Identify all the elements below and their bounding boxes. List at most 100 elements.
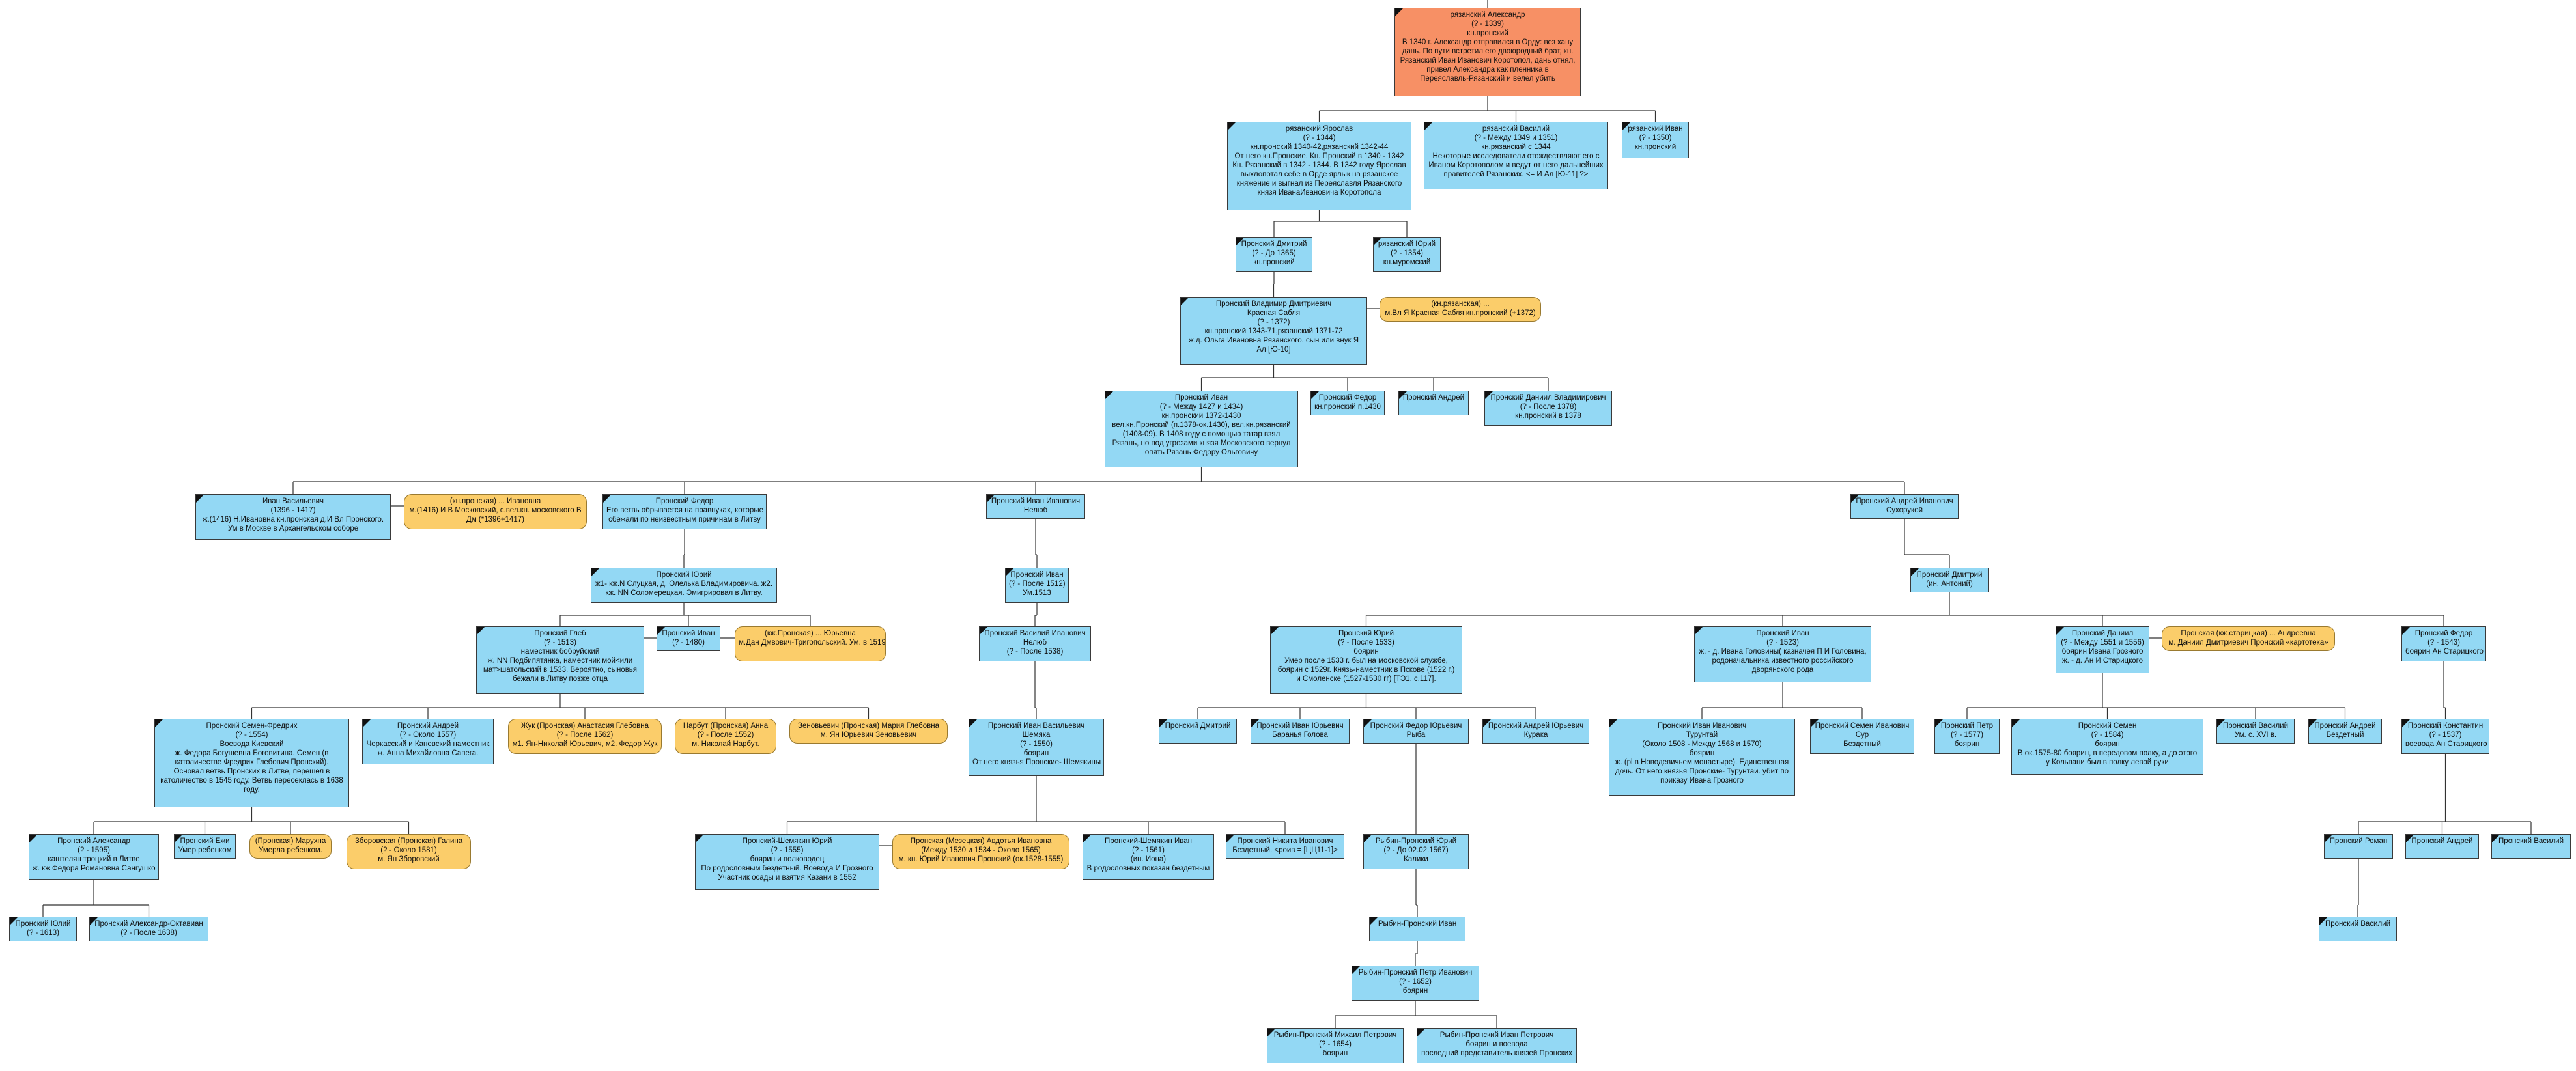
expand-corner-icon[interactable] [1267,1029,1275,1036]
person-card[interactable]: Пронский Иван(? - 1480) [657,626,720,651]
person-card[interactable]: Пронский Иван(? - После 1512)Ум.1513 [1005,568,1069,603]
expand-corner-icon[interactable] [1911,568,1919,576]
expand-corner-icon[interactable] [1083,835,1091,842]
expand-corner-icon[interactable] [2309,719,2317,727]
person-card[interactable]: Пронский Семен-Фредрих(? - 1554)Воевода … [154,719,349,807]
person-card[interactable]: Пронский Александр-Октавиан(? - После 16… [89,917,208,941]
person-card[interactable]: Рыбин-Пронский Петр Иванович(? - 1652)бо… [1352,966,1479,1001]
expand-corner-icon[interactable] [2492,835,2500,842]
expand-corner-icon[interactable] [603,495,611,503]
person-card[interactable]: рязанский Ярослав(? - 1344)кн.пронский 1… [1227,122,1411,210]
expand-corner-icon[interactable] [1485,391,1493,399]
expand-corner-icon[interactable] [1622,122,1630,130]
expand-corner-icon[interactable] [1228,122,1236,130]
expand-corner-icon[interactable] [2402,627,2410,635]
expand-corner-icon[interactable] [1935,719,1943,727]
person-card[interactable]: Пронский Андрей(? - Около 1557)Черкасски… [362,719,494,764]
expand-corner-icon[interactable] [2217,719,2225,727]
spouse-card[interactable]: (кн.рязанская) ...м.Вл Я Красная Сабля к… [1380,297,1541,322]
expand-corner-icon[interactable] [1370,917,1378,925]
spouse-card[interactable]: Пронская (Мезецкая) Авдотья Ивановна(Меж… [892,834,1069,869]
person-card[interactable]: Пронский Дмитрий(ин. Антоний) [1910,568,1989,592]
person-card[interactable]: рязанский Александр(? - 1339)кн.пронский… [1394,8,1581,96]
expand-corner-icon[interactable] [1851,495,1859,503]
expand-corner-icon[interactable] [10,917,18,925]
expand-corner-icon[interactable] [1364,719,1372,727]
expand-corner-icon[interactable] [2056,627,2064,635]
person-card[interactable]: Рыбин-Пронский Юрий(? - До 02.02.1567)Ка… [1363,834,1469,869]
expand-corner-icon[interactable] [591,568,599,576]
person-card[interactable]: Пронский-Шемякин Юрий(? - 1555)боярин и … [695,834,879,890]
expand-corner-icon[interactable] [1271,627,1279,635]
expand-corner-icon[interactable] [1311,391,1319,399]
expand-corner-icon[interactable] [969,719,977,727]
expand-corner-icon[interactable] [1417,1029,1425,1036]
expand-corner-icon[interactable] [1609,719,1617,727]
expand-corner-icon[interactable] [1226,835,1234,842]
person-card[interactable]: Иван Васильевич(1396 - 1417)ж.(1416) Н.И… [195,494,391,540]
person-card[interactable]: Пронский Даниил Владимирович(? - После 1… [1484,391,1612,426]
expand-corner-icon[interactable] [1695,627,1703,635]
person-card[interactable]: Пронский Петр(? - 1577)боярин [1934,719,2000,754]
expand-corner-icon[interactable] [2402,719,2410,727]
expand-corner-icon[interactable] [1352,966,1360,974]
expand-corner-icon[interactable] [1006,568,1013,576]
person-card[interactable]: Пронский Юлий(? - 1613) [9,917,77,941]
person-card[interactable]: Пронский Иван(? - Между 1427 и 1434)кн.п… [1105,391,1298,467]
expand-corner-icon[interactable] [1236,238,1244,245]
expand-corner-icon[interactable] [1251,719,1259,727]
expand-corner-icon[interactable] [980,627,987,635]
person-card[interactable]: рязанский Юрий(? - 1354)кн.муромский [1373,237,1441,272]
expand-corner-icon[interactable] [196,495,204,503]
person-card[interactable]: Пронский Андрей [2405,834,2479,859]
person-card[interactable]: Пронский Константин(? - 1537)воевода Ан … [2401,719,2489,754]
expand-corner-icon[interactable] [1424,122,1432,130]
spouse-card[interactable]: Нарбут (Пронская) Анна(? - После 1552)м.… [675,719,776,754]
person-card[interactable]: рязанский Иван(? - 1350)кн.пронский [1622,122,1689,158]
expand-corner-icon[interactable] [1159,719,1167,727]
person-card[interactable]: Пронский Александр(? - 1595)каштелян тро… [29,834,159,880]
expand-corner-icon[interactable] [155,719,163,727]
expand-corner-icon[interactable] [90,917,98,925]
person-card[interactable]: рязанский Василий(? - Между 1349 и 1351)… [1424,122,1608,189]
expand-corner-icon[interactable] [1811,719,1819,727]
expand-corner-icon[interactable] [1483,719,1491,727]
person-card[interactable]: Пронский Иван(? - 1523)ж. - д. Ивана Гол… [1694,626,1871,682]
spouse-card[interactable]: Зборовская (Пронская) Галина(? - Около 1… [347,834,471,869]
expand-corner-icon[interactable] [1374,238,1381,245]
person-card[interactable]: Пронский Глеб(? - 1513)наместник бобруйс… [476,626,644,694]
expand-corner-icon[interactable] [2325,835,2332,842]
person-card[interactable]: Пронский Дмитрий [1159,719,1237,744]
person-card[interactable]: Пронский Андрей [1398,391,1469,415]
person-card[interactable]: Пронский Дмитрий(? - До 1365)кн.пронский [1236,237,1312,272]
expand-corner-icon[interactable] [175,835,182,842]
person-card[interactable]: Пронский Роман [2324,834,2393,859]
expand-corner-icon[interactable] [1399,391,1407,399]
expand-corner-icon[interactable] [2319,917,2327,925]
person-card[interactable]: Пронский Василий [2319,917,2397,941]
expand-corner-icon[interactable] [2406,835,2414,842]
expand-corner-icon[interactable] [1364,835,1372,842]
spouse-card[interactable]: Жук (Пронская) Анастасия Глебовна(? - По… [508,719,662,754]
person-card[interactable]: Пронский-Шемякин Иван(? - 1561)(ин. Иона… [1083,834,1214,880]
expand-corner-icon[interactable] [987,495,995,503]
expand-corner-icon[interactable] [2012,719,2020,727]
expand-corner-icon[interactable] [29,835,37,842]
